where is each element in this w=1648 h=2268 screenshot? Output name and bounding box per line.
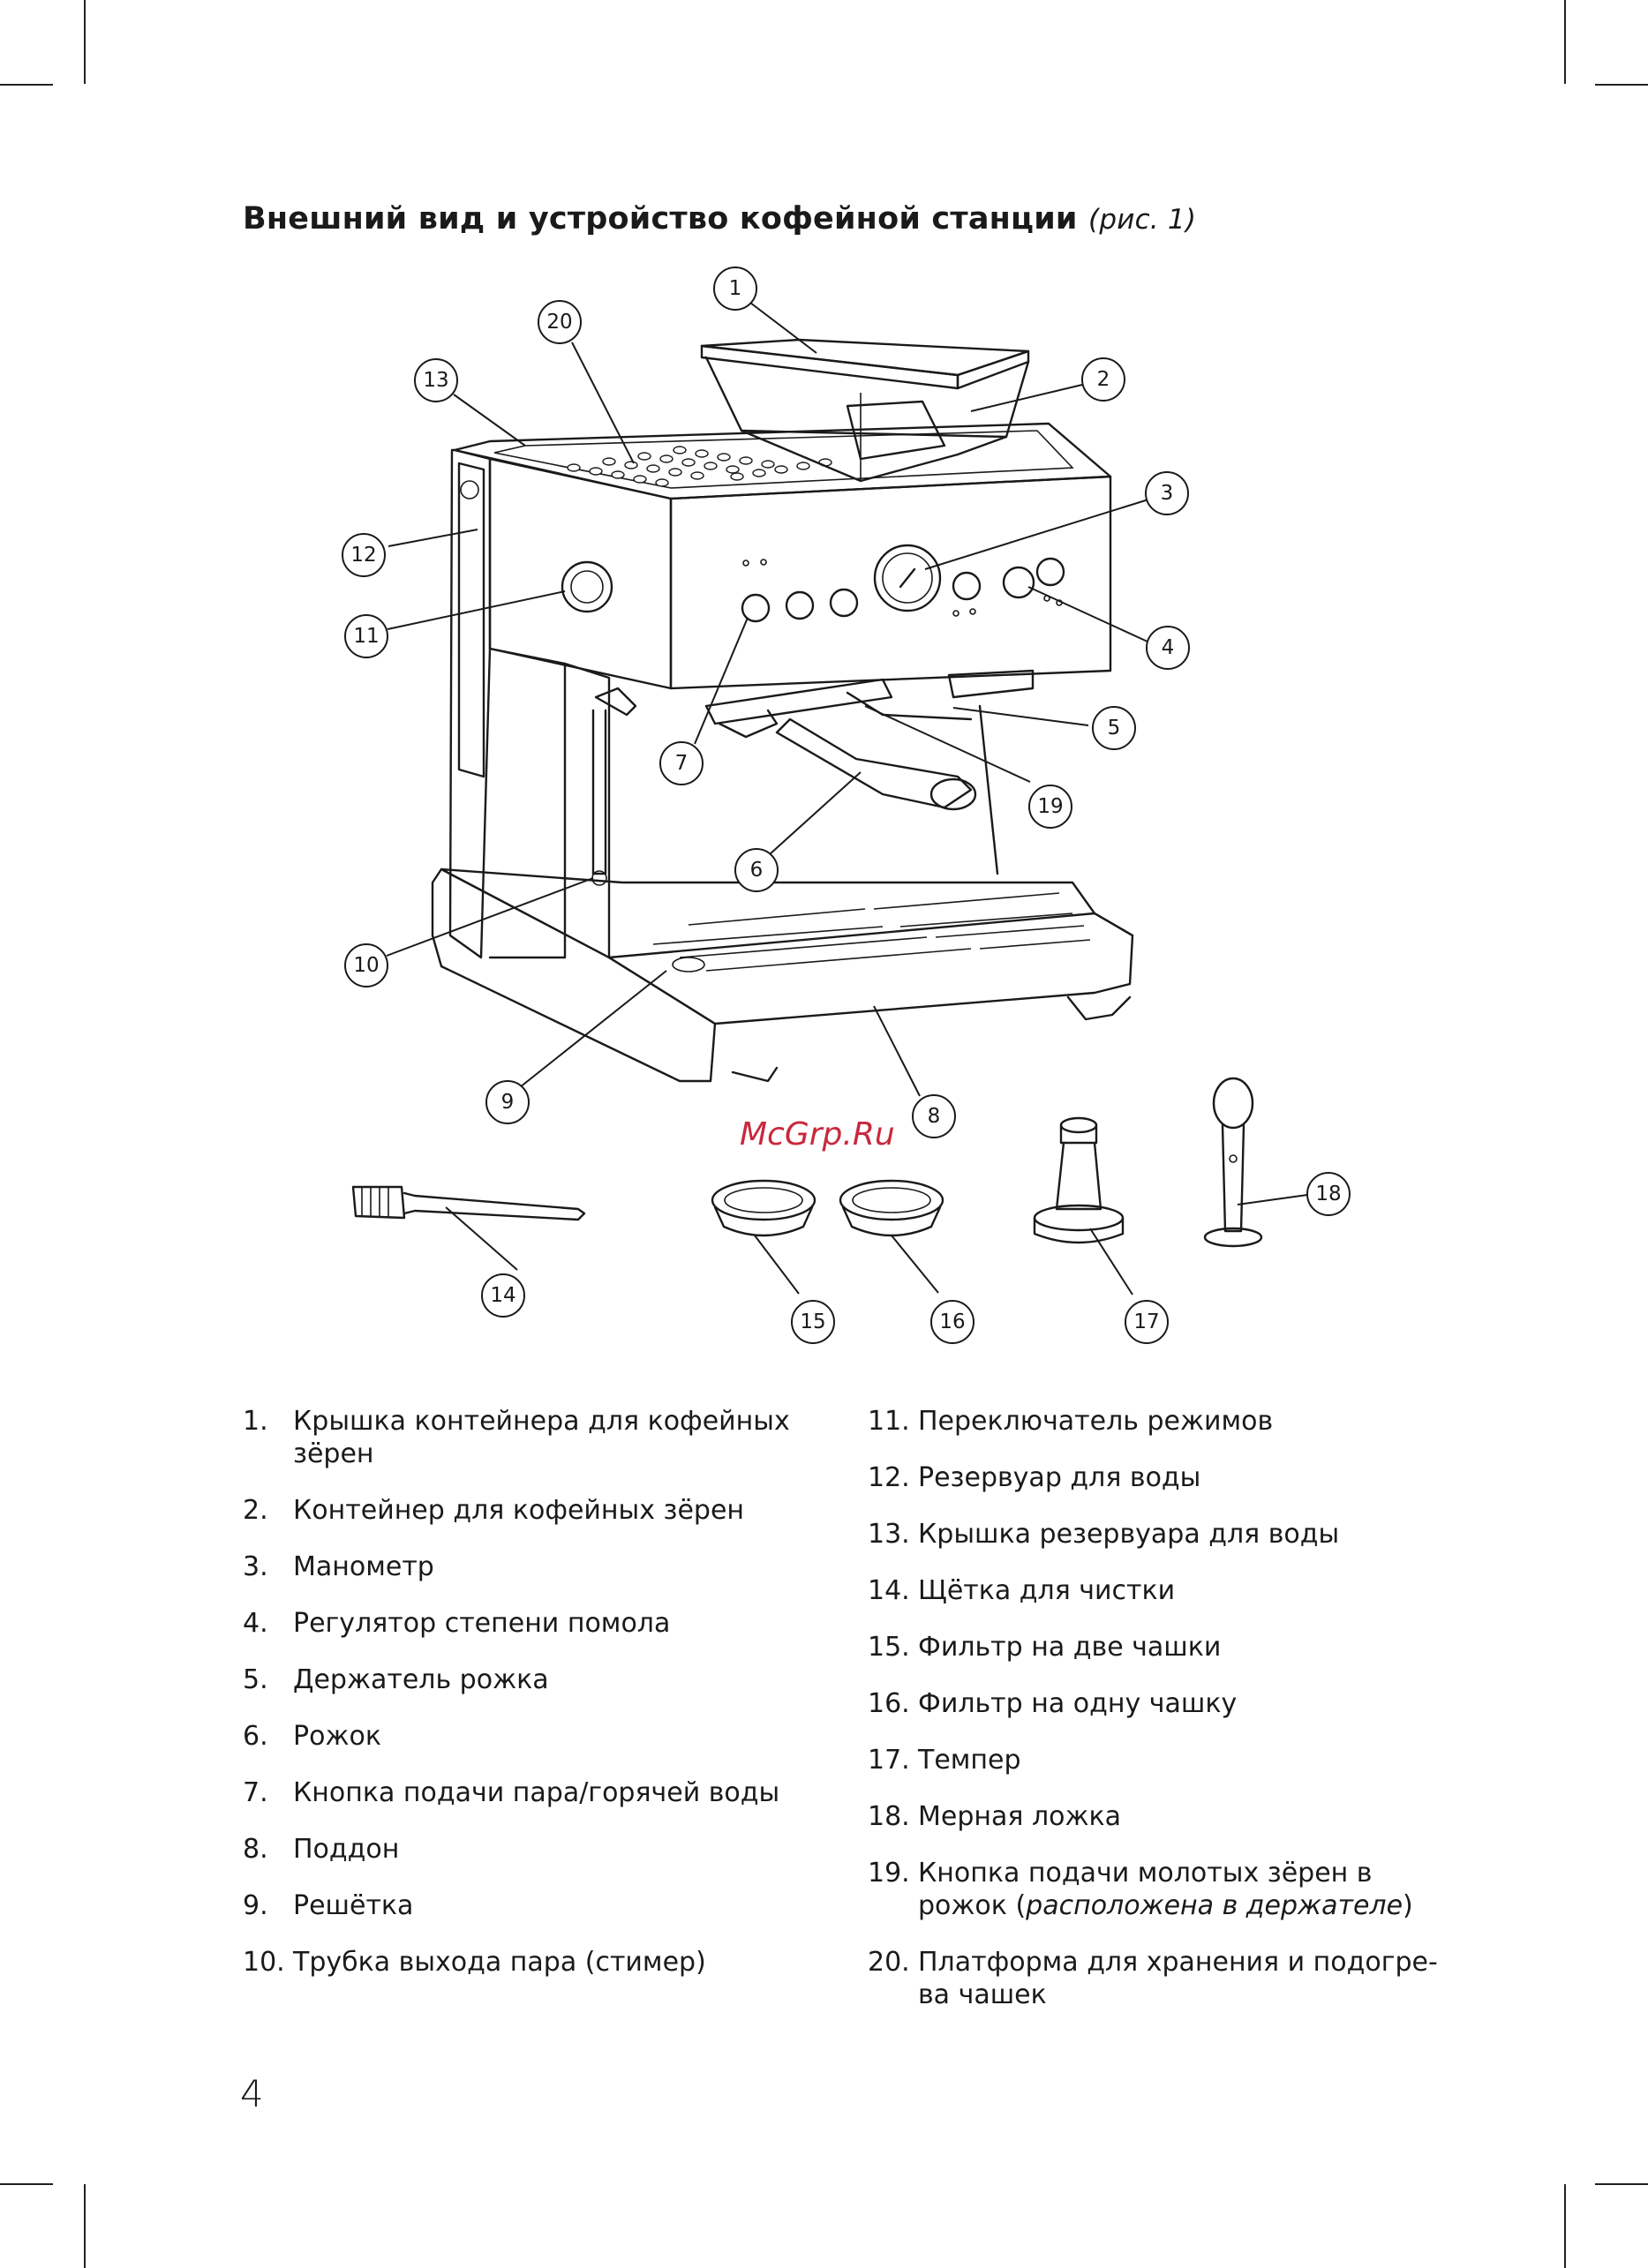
filter-one-cup — [839, 1179, 944, 1237]
list-item: 5.Держатель рожка — [243, 1664, 549, 1695]
coffee-station-diagram: McGrp.Ru 1 2 3 4 5 6 7 8 9 10 11 12 13 1… — [342, 267, 1351, 1344]
list-item: 14.Щётка для чистки — [868, 1575, 1176, 1606]
parts-list-right: 11.Переключатель режимов 12.Резервуар дл… — [868, 1405, 1468, 2035]
title-text: Внешний вид и устройство кофейной станци… — [243, 201, 1078, 237]
cleaning-brush — [351, 1185, 586, 1221]
svg-text:17: 17 — [1133, 1310, 1159, 1333]
bean-container — [704, 356, 1030, 483]
svg-text:7: 7 — [675, 752, 689, 775]
callout-14: 14 — [481, 1273, 525, 1318]
svg-text:11: 11 — [353, 625, 379, 648]
callout-6: 6 — [734, 848, 779, 892]
portafilter-handle — [775, 717, 973, 809]
page-title: Внешний вид и устройство кофейной станци… — [243, 201, 1196, 237]
callout-8: 8 — [912, 1094, 956, 1138]
svg-text:15: 15 — [800, 1310, 825, 1333]
grate-slots — [652, 892, 1091, 973]
list-item: 20.Платформа для хранения и подогре-ва ч… — [868, 1947, 1438, 2010]
callout-12: 12 — [342, 533, 386, 577]
callout-17: 17 — [1125, 1300, 1169, 1344]
list-item: 6.Рожок — [243, 1721, 381, 1752]
list-item: 16.Фильтр на одну чашку — [868, 1688, 1238, 1719]
svg-text:18: 18 — [1315, 1183, 1341, 1205]
leader-lines — [386, 302, 1308, 1295]
callout-18: 18 — [1306, 1172, 1351, 1216]
svg-text:3: 3 — [1161, 482, 1174, 505]
list-item: 1.Крышка контейнера для кофейных зёрен — [243, 1406, 790, 1469]
callout-11: 11 — [344, 614, 388, 658]
crop-mark — [1564, 0, 1566, 84]
list-item: 12.Резервуар для воды — [868, 1462, 1201, 1493]
list-item: 18.Мерная ложка — [868, 1801, 1122, 1832]
list-item: 8.Поддон — [243, 1834, 400, 1865]
figure-reference: (рис. 1) — [1088, 204, 1197, 236]
list-item: 4.Регулятор степени помола — [243, 1608, 671, 1639]
callout-7: 7 — [659, 741, 704, 785]
svg-text:10: 10 — [353, 954, 379, 977]
svg-text:2: 2 — [1097, 368, 1110, 391]
svg-text:6: 6 — [750, 859, 764, 882]
crop-mark — [1595, 2183, 1648, 2185]
callout-10: 10 — [344, 943, 388, 988]
crop-mark — [0, 84, 53, 86]
svg-text:9: 9 — [501, 1091, 515, 1114]
callout-16: 16 — [930, 1300, 975, 1344]
crop-mark — [1564, 2184, 1566, 2268]
callout-4: 4 — [1146, 626, 1190, 670]
machine-drawing — [431, 338, 1134, 1083]
callout-3: 3 — [1145, 471, 1189, 515]
crop-mark — [84, 0, 86, 84]
svg-text:1: 1 — [729, 277, 742, 300]
list-item: 11.Переключатель режимов — [868, 1406, 1274, 1437]
parts-list-left: 1.Крышка контейнера для кофейных зёрен 2… — [243, 1405, 825, 2002]
list-item: 15.Фильтр на две чашки — [868, 1632, 1222, 1663]
location-note: расположена в держателе — [1026, 1890, 1403, 1921]
crop-mark — [1595, 84, 1648, 86]
bean-container-lid — [700, 338, 1030, 377]
list-item: 3.Манометр — [243, 1551, 434, 1582]
callout-1: 1 — [713, 267, 757, 311]
callout-15: 15 — [791, 1300, 835, 1344]
list-item: 13.Крышка резервуара для воды — [868, 1519, 1340, 1550]
svg-text:8: 8 — [928, 1105, 941, 1128]
filter-two-cups — [711, 1179, 816, 1237]
list-item: 2.Контейнер для кофейных зёрен — [243, 1495, 745, 1526]
callout-5: 5 — [1092, 706, 1136, 750]
page-number: 4 — [240, 2072, 264, 2115]
callout-20: 20 — [538, 300, 582, 344]
watermark: McGrp.Ru — [740, 1116, 895, 1153]
svg-text:20: 20 — [546, 311, 572, 334]
list-item: 7.Кнопка подачи пара/горячей воды — [243, 1777, 780, 1808]
tamper — [1033, 1116, 1125, 1244]
crop-mark — [0, 2183, 53, 2185]
svg-text:13: 13 — [423, 369, 448, 392]
tank-knob — [460, 480, 479, 499]
list-item: 19.Кнопка подачи молотых зёрен в рожок (… — [868, 1858, 1413, 1921]
svg-text:12: 12 — [350, 544, 376, 567]
svg-text:16: 16 — [939, 1310, 965, 1333]
callout-2: 2 — [1081, 357, 1125, 402]
callout-9: 9 — [485, 1080, 530, 1124]
list-item: 10.Трубка выхода пара (стимер) — [243, 1947, 706, 1978]
crop-mark — [84, 2184, 86, 2268]
measuring-spoon — [1203, 1077, 1263, 1248]
svg-text:5: 5 — [1108, 717, 1121, 740]
front-panel-controls — [561, 544, 1065, 623]
svg-text:14: 14 — [490, 1284, 515, 1307]
callout-13: 13 — [414, 358, 458, 402]
drip-tray — [431, 867, 717, 1083]
list-item: 9.Решётка — [243, 1890, 414, 1921]
cup-warmer-holes — [567, 446, 832, 487]
list-item: 17.Темпер — [868, 1745, 1021, 1776]
svg-text:4: 4 — [1162, 636, 1175, 659]
callout-19: 19 — [1028, 785, 1072, 829]
svg-text:19: 19 — [1037, 795, 1063, 818]
